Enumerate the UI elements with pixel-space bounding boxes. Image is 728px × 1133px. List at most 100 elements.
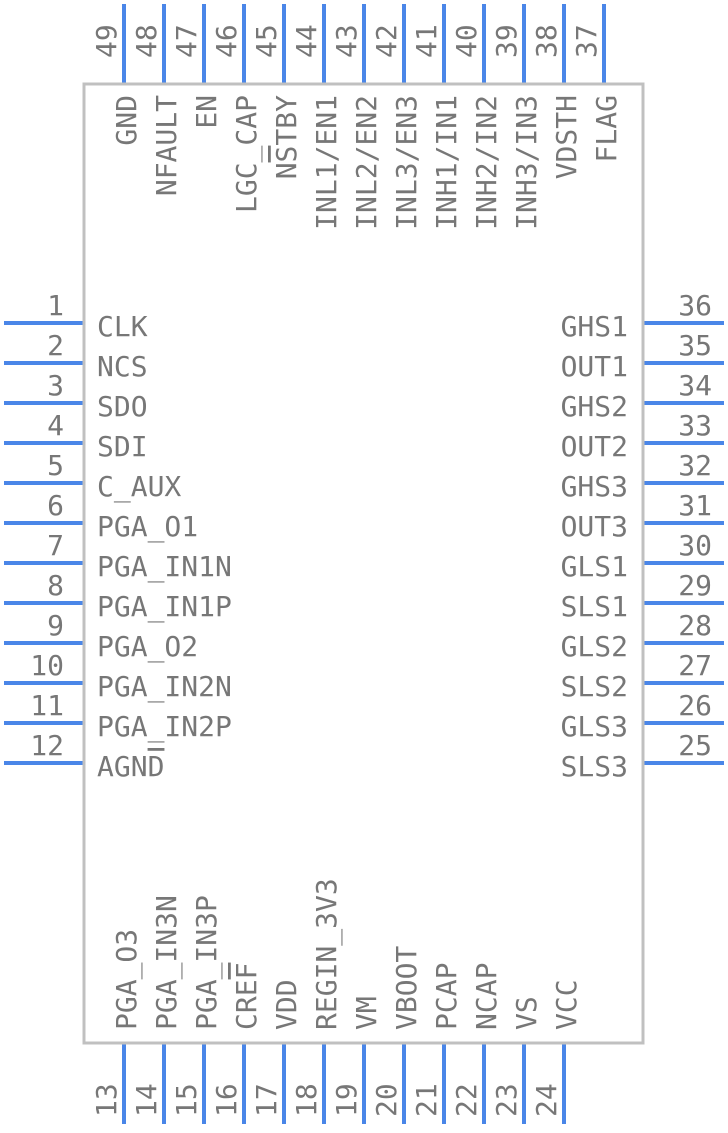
pin-number: 35: [678, 329, 712, 362]
pin-number: 30: [678, 529, 712, 562]
pin-name: PGA_IN1N: [97, 550, 232, 584]
pin-number: 31: [678, 489, 712, 522]
pin-number: 41: [410, 24, 443, 58]
pin-name: GND: [110, 95, 143, 146]
pin-name: PCAP: [430, 963, 463, 1030]
pin-name: SLS1: [561, 590, 628, 623]
pin-name: NCAP: [470, 963, 503, 1030]
pin-number: 36: [678, 289, 712, 322]
pin-name: INL1/EN1: [310, 95, 343, 230]
pin-name: INH2/IN2: [470, 95, 503, 230]
pin-number: 11: [30, 689, 64, 722]
pin-name: C_AUX: [97, 470, 181, 504]
pin-number: 1: [47, 289, 64, 322]
ic-body: [82, 82, 645, 1045]
pin-name: PGA_O2: [97, 630, 198, 664]
pin-name: PGA_IN1P: [97, 590, 232, 624]
pin-name: SLS3: [561, 750, 628, 783]
pin-number: 12: [30, 729, 64, 762]
pin-number: 2: [47, 329, 64, 362]
pin-name: GHS2: [561, 390, 628, 423]
pin-name: NCS: [97, 350, 148, 383]
pin-number: 16: [210, 1083, 243, 1117]
pin-name: OUT1: [561, 350, 628, 383]
pin-name: CREF: [230, 963, 263, 1030]
pin-number: 25: [678, 729, 712, 762]
pin-name: FLAG: [590, 95, 623, 162]
pin-number: 4: [47, 409, 64, 442]
pin-number: 14: [130, 1083, 163, 1117]
pin-name: VBOOT: [390, 946, 423, 1030]
pin-name: INL2/EN2: [350, 95, 383, 230]
pin-name: PGA_IN3N: [150, 895, 184, 1030]
pin-number: 17: [250, 1083, 283, 1117]
pin-number: 20: [370, 1083, 403, 1117]
pin-name: REGIN_3V3: [310, 878, 344, 1030]
pin-name: SDO: [97, 390, 148, 423]
pin-name: LGC_CAP: [230, 95, 264, 213]
pin-name: GLS3: [561, 710, 628, 743]
pin-number: 22: [450, 1083, 483, 1117]
pin-number: 44: [290, 24, 323, 58]
pin-name: INL3/EN3: [390, 95, 423, 230]
pin-number: 45: [250, 24, 283, 58]
pin-name: OUT3: [561, 510, 628, 543]
pin-name: GHS1: [561, 310, 628, 343]
pin-number: 37: [570, 24, 603, 58]
pin-name: GHS3: [561, 470, 628, 503]
pin-number: 26: [678, 689, 712, 722]
pins-layer: [4, 4, 724, 1124]
pin-number: 9: [47, 609, 64, 642]
pin-number: 8: [47, 569, 64, 602]
pin-number: 19: [330, 1083, 363, 1117]
pin-name: SLS2: [561, 670, 628, 703]
pin-name: INH3/IN3: [510, 95, 543, 230]
pin-number: 49: [90, 24, 123, 58]
pin-number: 10: [30, 649, 64, 682]
pin-name: PGA_O1: [97, 510, 198, 544]
pin-number: 15: [170, 1083, 203, 1117]
pin-number: 48: [130, 24, 163, 58]
pin-number: 21: [410, 1083, 443, 1117]
pin-name: VM: [350, 996, 383, 1030]
pin-name: AGND: [97, 750, 164, 783]
pin-number: 18: [290, 1083, 323, 1117]
pin-number: 32: [678, 449, 712, 482]
pin-number: 29: [678, 569, 712, 602]
pin-name: SDI: [97, 430, 148, 463]
pin-number: 7: [47, 529, 64, 562]
pin-name: NSTBY: [270, 95, 303, 179]
pin-number: 42: [370, 24, 403, 58]
pin-name: VDD: [270, 979, 303, 1030]
pin-number: 3: [47, 369, 64, 402]
pin-name: OUT2: [561, 430, 628, 463]
pin-number: 40: [450, 24, 483, 58]
pin-number: 28: [678, 609, 712, 642]
pin-number: 43: [330, 24, 363, 58]
pin-name: CLK: [97, 310, 148, 343]
pin-number: 46: [210, 24, 243, 58]
pin-name: PGA_IN2N: [97, 670, 232, 704]
pin-number: 38: [530, 24, 563, 58]
pin-number: 13: [90, 1083, 123, 1117]
pin-name: GLS2: [561, 630, 628, 663]
pin-name: PGA_O3: [110, 929, 144, 1030]
pin-name: VS: [510, 996, 543, 1030]
pin-name: NFAULT: [150, 95, 183, 196]
pin-name: PGA_IN2P: [97, 710, 232, 744]
pin-number: 24: [530, 1083, 563, 1117]
pin-number: 6: [47, 489, 64, 522]
pin-number: 27: [678, 649, 712, 682]
pin-name: GLS1: [561, 550, 628, 583]
pin-number: 23: [490, 1083, 523, 1117]
pin-number: 5: [47, 449, 64, 482]
pin-number: 47: [170, 24, 203, 58]
pin-name: INH1/IN1: [430, 95, 463, 230]
pin-number: 34: [678, 369, 712, 402]
pin-number: 33: [678, 409, 712, 442]
pin-name: PGA_IN3P: [190, 895, 224, 1030]
pin-name: VDSTH: [550, 95, 583, 179]
pin-number: 39: [490, 24, 523, 58]
